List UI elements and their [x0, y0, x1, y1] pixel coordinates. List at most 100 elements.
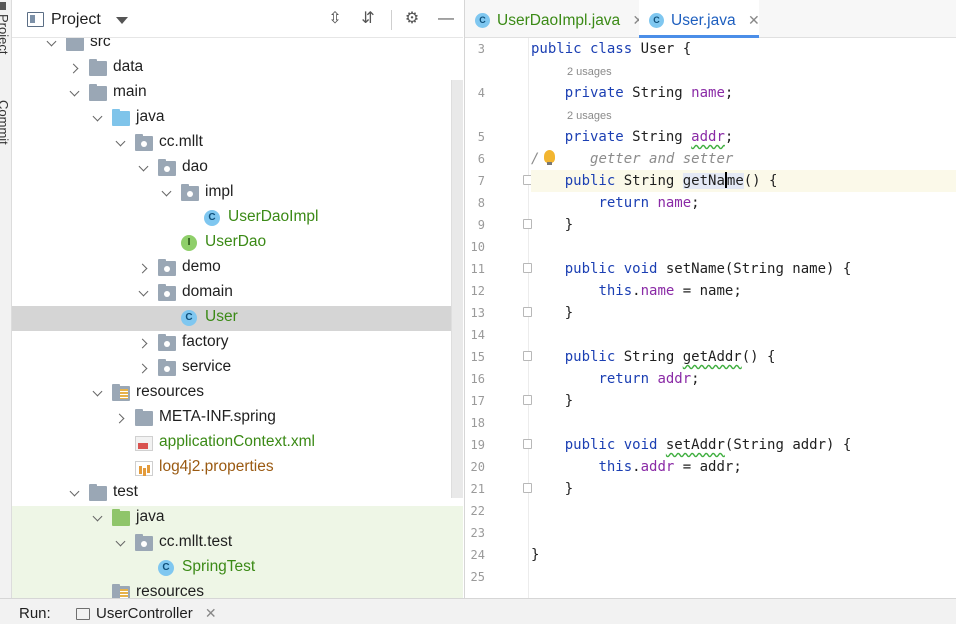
code-line: return addr; — [598, 371, 700, 387]
tree-item-cc-mllt-test[interactable]: cc.mllt.test — [12, 531, 463, 556]
fold-marker-icon[interactable] — [523, 263, 532, 273]
chevron-down-icon[interactable] — [46, 37, 58, 49]
chevron-down-icon[interactable] — [138, 287, 150, 299]
chevron-right-icon[interactable] — [115, 412, 127, 424]
run-tab-label: UserController — [96, 605, 193, 622]
tab-userdaoimpl[interactable]: C UserDaoImpl.java ✕ — [465, 0, 644, 38]
chevron-down-icon[interactable] — [92, 387, 104, 399]
line-number: 19 — [470, 438, 485, 452]
tree-item-resources[interactable]: resources — [12, 381, 463, 406]
tree-item-resources[interactable]: resources — [12, 581, 463, 598]
chevron-right-icon[interactable] — [138, 362, 150, 374]
tab-user[interactable]: C User.java ✕ — [639, 0, 760, 38]
tree-scrollbar[interactable] — [451, 80, 463, 498]
line-number: 9 — [477, 218, 485, 232]
chevron-right-icon[interactable] — [69, 62, 81, 74]
tree-item-domain[interactable]: domain — [12, 281, 463, 306]
tree-item-log4j2-properties[interactable]: log4j2.properties — [12, 456, 463, 481]
tree-item-test[interactable]: test — [12, 481, 463, 506]
fold-marker-icon[interactable] — [523, 483, 532, 493]
line-number: 16 — [470, 372, 485, 386]
collapse-all-icon[interactable]: ⇵ — [361, 10, 375, 27]
class-icon: C — [475, 13, 490, 28]
chevron-down-icon[interactable] — [138, 162, 150, 174]
tree-item-main[interactable]: main — [12, 81, 463, 106]
commit-tool-tab[interactable]: Commit — [0, 100, 11, 145]
minimize-icon[interactable]: — — [438, 10, 454, 27]
fold-comment-line[interactable]: / getter and setter — [531, 151, 734, 167]
package-icon — [158, 284, 176, 301]
tree-item-label: factory — [182, 333, 229, 350]
tree-item-java[interactable]: java — [12, 506, 463, 531]
chevron-down-icon[interactable] — [69, 487, 81, 499]
chevron-right-icon[interactable] — [138, 337, 150, 349]
line-number: 6 — [477, 152, 485, 166]
close-icon[interactable]: ✕ — [747, 12, 760, 28]
close-icon[interactable]: ✕ — [204, 605, 217, 621]
run-tab-usercontroller[interactable]: UserController ✕ — [72, 601, 223, 624]
project-tool-tab[interactable]: Project — [0, 2, 11, 54]
tree-item-data[interactable]: data — [12, 56, 463, 81]
header-divider — [391, 10, 392, 30]
tree-item-label: domain — [182, 283, 233, 300]
tree-item-label: log4j2.properties — [159, 458, 274, 475]
line-number: 3 — [477, 42, 485, 56]
line-number: 23 — [470, 526, 485, 540]
usage-hint[interactable]: 2 usages — [567, 110, 612, 122]
chevron-down-icon[interactable] — [69, 87, 81, 99]
tree-item-factory[interactable]: factory — [12, 331, 463, 356]
chevron-down-icon[interactable] — [116, 17, 128, 24]
line-number: 25 — [470, 570, 485, 584]
class-icon: C — [649, 13, 664, 28]
fold-marker-icon[interactable] — [523, 307, 532, 317]
tree-item-impl[interactable]: impl — [12, 181, 463, 206]
chevron-right-icon[interactable] — [138, 262, 150, 274]
fold-marker-icon[interactable] — [523, 439, 532, 449]
usage-hint[interactable]: 2 usages — [567, 66, 612, 78]
tree-item-service[interactable]: service — [12, 356, 463, 381]
package-icon — [158, 159, 176, 176]
line-number: 13 — [470, 306, 485, 320]
tree-item-java[interactable]: java — [12, 106, 463, 131]
code-line: public String getAddr() { — [564, 349, 776, 365]
tree-item-demo[interactable]: demo — [12, 256, 463, 281]
project-panel-title[interactable]: Project — [51, 11, 101, 28]
code-area[interactable]: public class User { 2 usages private Str… — [531, 38, 956, 598]
chevron-down-icon[interactable] — [92, 512, 104, 524]
expand-all-icon[interactable]: ⇳ — [328, 10, 342, 27]
tree-item-dao[interactable]: dao — [12, 156, 463, 181]
project-tool-label: Project — [0, 14, 11, 55]
xml-file-icon — [135, 436, 153, 451]
lightbulb-icon[interactable] — [544, 150, 555, 165]
tab-label: User.java — [671, 12, 736, 29]
line-number: 18 — [470, 416, 485, 430]
gear-icon[interactable]: ⚙ — [404, 10, 420, 27]
folder-icon — [66, 34, 84, 51]
fold-marker-icon[interactable] — [523, 351, 532, 361]
tree-item-label: User — [205, 308, 238, 325]
fold-marker-icon[interactable] — [523, 219, 532, 229]
tree-item-label: dao — [182, 158, 208, 175]
tree-item-cc-mllt[interactable]: cc.mllt — [12, 131, 463, 156]
folder-icon — [89, 84, 107, 101]
tree-item-label: cc.mllt.test — [159, 533, 233, 550]
tree-item-applicationcontext-xml[interactable]: applicationContext.xml — [12, 431, 463, 456]
tree-item-meta-inf-spring[interactable]: META-INF.spring — [12, 406, 463, 431]
close-icon[interactable]: ✕ — [633, 0, 645, 40]
chevron-down-icon[interactable] — [92, 112, 104, 124]
fold-marker-icon[interactable] — [523, 395, 532, 405]
code-line: return name; — [598, 195, 700, 211]
chevron-down-icon[interactable] — [115, 537, 127, 549]
code-line: public void setAddr(String addr) { — [564, 437, 852, 453]
line-number: 22 — [470, 504, 485, 518]
chevron-down-icon[interactable] — [115, 137, 127, 149]
chevron-down-icon[interactable] — [161, 187, 173, 199]
tree-item-label: java — [136, 108, 165, 125]
line-number: 4 — [477, 86, 485, 100]
